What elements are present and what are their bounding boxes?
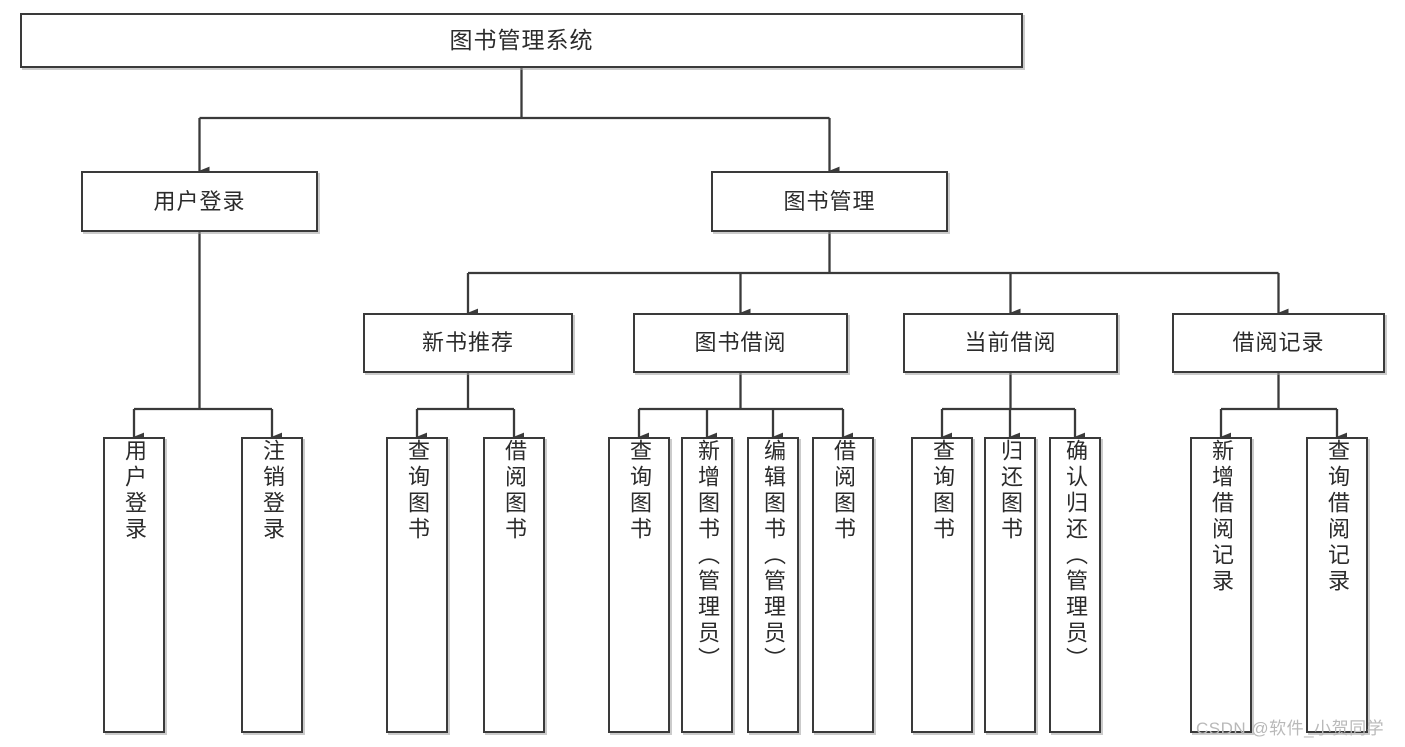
node-leaf-user-login[interactable]: 用户登录 xyxy=(103,437,165,733)
node-label: 图书管理系统 xyxy=(449,27,594,54)
node-leaf-borrow-book-1[interactable]: 借阅图书 xyxy=(483,437,545,733)
node-label: 用户登录 xyxy=(122,439,147,543)
node-label: 借阅图书 xyxy=(502,439,527,543)
node-leaf-confirm-return[interactable]: 确认归还（管理员） xyxy=(1049,437,1101,733)
node-leaf-borrow-book-2[interactable]: 借阅图书 xyxy=(812,437,874,733)
node-leaf-user-logout[interactable]: 注销登录 xyxy=(241,437,303,733)
node-label: 查询图书 xyxy=(405,439,430,543)
node-label: 借阅图书 xyxy=(831,439,856,543)
node-leaf-query-book-2[interactable]: 查询图书 xyxy=(608,437,670,733)
node-leaf-add-record[interactable]: 新增借阅记录 xyxy=(1190,437,1252,733)
node-label: 确认归还（管理员） xyxy=(1063,439,1088,673)
node-leaf-query-book-3[interactable]: 查询图书 xyxy=(911,437,973,733)
edge-paths xyxy=(132,68,1348,442)
node-book-borrow[interactable]: 图书借阅 xyxy=(633,313,848,373)
node-label: 查询图书 xyxy=(627,439,652,543)
node-label: 查询图书 xyxy=(930,439,955,543)
node-label: 归还图书 xyxy=(998,439,1023,543)
node-leaf-query-record[interactable]: 查询借阅记录 xyxy=(1306,437,1368,733)
node-user-login[interactable]: 用户登录 xyxy=(81,171,318,232)
node-label: 编辑图书（管理员） xyxy=(761,439,786,673)
node-label: 当前借阅 xyxy=(964,330,1057,356)
node-label: 用户登录 xyxy=(153,188,246,214)
node-current-borrow[interactable]: 当前借阅 xyxy=(903,313,1118,373)
node-label: 查询借阅记录 xyxy=(1325,439,1350,595)
node-label: 借阅记录 xyxy=(1232,330,1325,356)
node-label: 新增借阅记录 xyxy=(1209,439,1234,595)
node-new-book-rec[interactable]: 新书推荐 xyxy=(363,313,573,373)
node-label: 新增图书（管理员） xyxy=(695,439,720,673)
node-book-manage[interactable]: 图书管理 xyxy=(711,171,948,232)
node-leaf-query-book-1[interactable]: 查询图书 xyxy=(386,437,448,733)
node-label: 注销登录 xyxy=(260,439,285,543)
node-root[interactable]: 图书管理系统 xyxy=(20,13,1023,68)
node-leaf-add-book[interactable]: 新增图书（管理员） xyxy=(681,437,733,733)
node-borrow-record[interactable]: 借阅记录 xyxy=(1172,313,1385,373)
node-label: 图书借阅 xyxy=(694,330,787,356)
node-label: 图书管理 xyxy=(783,188,876,214)
node-leaf-return-book[interactable]: 归还图书 xyxy=(984,437,1036,733)
csdn-watermark: CSDN @软件_小贺同学 xyxy=(1196,719,1385,738)
node-leaf-edit-book[interactable]: 编辑图书（管理员） xyxy=(747,437,799,733)
node-label: 新书推荐 xyxy=(421,330,514,356)
